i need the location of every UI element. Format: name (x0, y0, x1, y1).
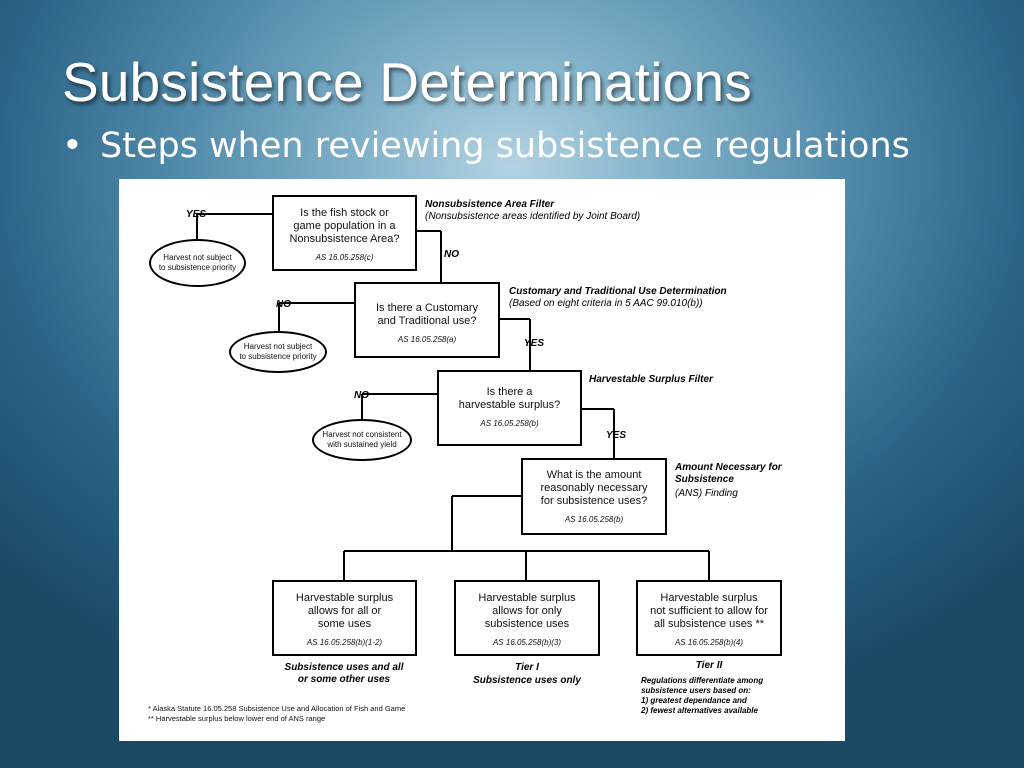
outcome3-box: Harvestable surplus not sufficient to al… (636, 580, 782, 656)
step2-side-label: NO (276, 299, 291, 310)
step1-question: Is the fish stock or game population in … (289, 207, 400, 245)
outcome2-tier: Tier I (515, 662, 539, 673)
outcome2-text: Harvestable surplus allows for only subs… (478, 592, 576, 630)
footnote-2: ** Harvestable surplus below lower end o… (148, 714, 326, 723)
step3-side-outcome: Harvest not consistent with sustained yi… (312, 419, 412, 461)
bullet-dot-icon: • (62, 126, 83, 166)
step4-question-box: What is the amount reasonably necessary … (521, 458, 667, 535)
step4-filter-note: (ANS) Finding (675, 488, 738, 499)
outcome2-box: Harvestable surplus allows for only subs… (454, 580, 600, 656)
step1-filter-title: Nonsubsistence Area Filter (425, 199, 555, 210)
outcome3-detail: Regulations differentiate among subsiste… (641, 676, 764, 715)
step3-continue-label: YES (606, 430, 627, 441)
step2-ref: AS 16.05.258(a) (397, 335, 457, 344)
step2-side-outcome: Harvest not subject to subsistence prior… (229, 331, 327, 373)
footnote-1: * Alaska Statute 16.05.258 Subsistence U… (148, 704, 406, 713)
step1-continue-label: NO (444, 249, 459, 260)
step4-filter-title: Amount Necessary for Subsistence (675, 462, 782, 485)
flowchart-panel: Is the fish stock or game population in … (119, 179, 845, 741)
outcome2-caption: Subsistence uses only (473, 675, 581, 686)
step2-filter-note: (Based on eight criteria in 5 AAC 99.010… (509, 298, 703, 309)
outcome1-box: Harvestable surplus allows for all or so… (272, 580, 417, 656)
step3-question-box: Is there a harvestable surplus? AS 16.05… (437, 370, 582, 446)
step2-continue-label: YES (524, 338, 545, 349)
step1-filter-note: (Nonsubsistence areas identified by Join… (425, 211, 641, 222)
step2-filter-title: Customary and Traditional Use Determinat… (509, 286, 727, 297)
outcome3-text: Harvestable surplus not sufficient to al… (650, 592, 768, 630)
step3-question: Is there a harvestable surplus? (458, 386, 561, 411)
outcome3-tier: Tier II (695, 660, 723, 671)
step3-ref: AS 16.05.258(b) (480, 419, 539, 428)
step1-question-box: Is the fish stock or game population in … (272, 195, 417, 271)
outcome1-ref: AS 16.05.258(b)(1-2) (306, 638, 383, 647)
connector-lines (196, 213, 710, 580)
step1-side-label: YES (186, 209, 207, 220)
outcome1-text: Harvestable surplus allows for all or so… (295, 592, 394, 630)
slide-bullet: • Steps when reviewing subsistence regula… (62, 126, 910, 166)
step1-side-outcome: Harvest not subject to subsistence prior… (149, 239, 246, 287)
outcome2-ref: AS 16.05.258(b)(3) (492, 638, 562, 647)
outcome3-ref: AS 16.05.258(b)(4) (674, 638, 744, 647)
bullet-text: Steps when reviewing subsistence regulat… (100, 126, 910, 166)
step2-question: Is there a Customary and Traditional use… (375, 302, 479, 327)
slide-title: Subsistence Determinations (62, 51, 752, 113)
outcome1-caption: Subsistence uses and all or some other u… (284, 662, 404, 685)
step1-ref: AS 16.05.258(c) (315, 253, 374, 262)
step3-filter-title: Harvestable Surplus Filter (589, 374, 713, 385)
step4-ref: AS 16.05.258(b) (564, 515, 624, 524)
step3-side-label: NO (354, 390, 369, 401)
step4-question: What is the amount reasonably necessary … (540, 469, 648, 507)
step2-question-box: Is there a Customary and Traditional use… (354, 282, 500, 358)
